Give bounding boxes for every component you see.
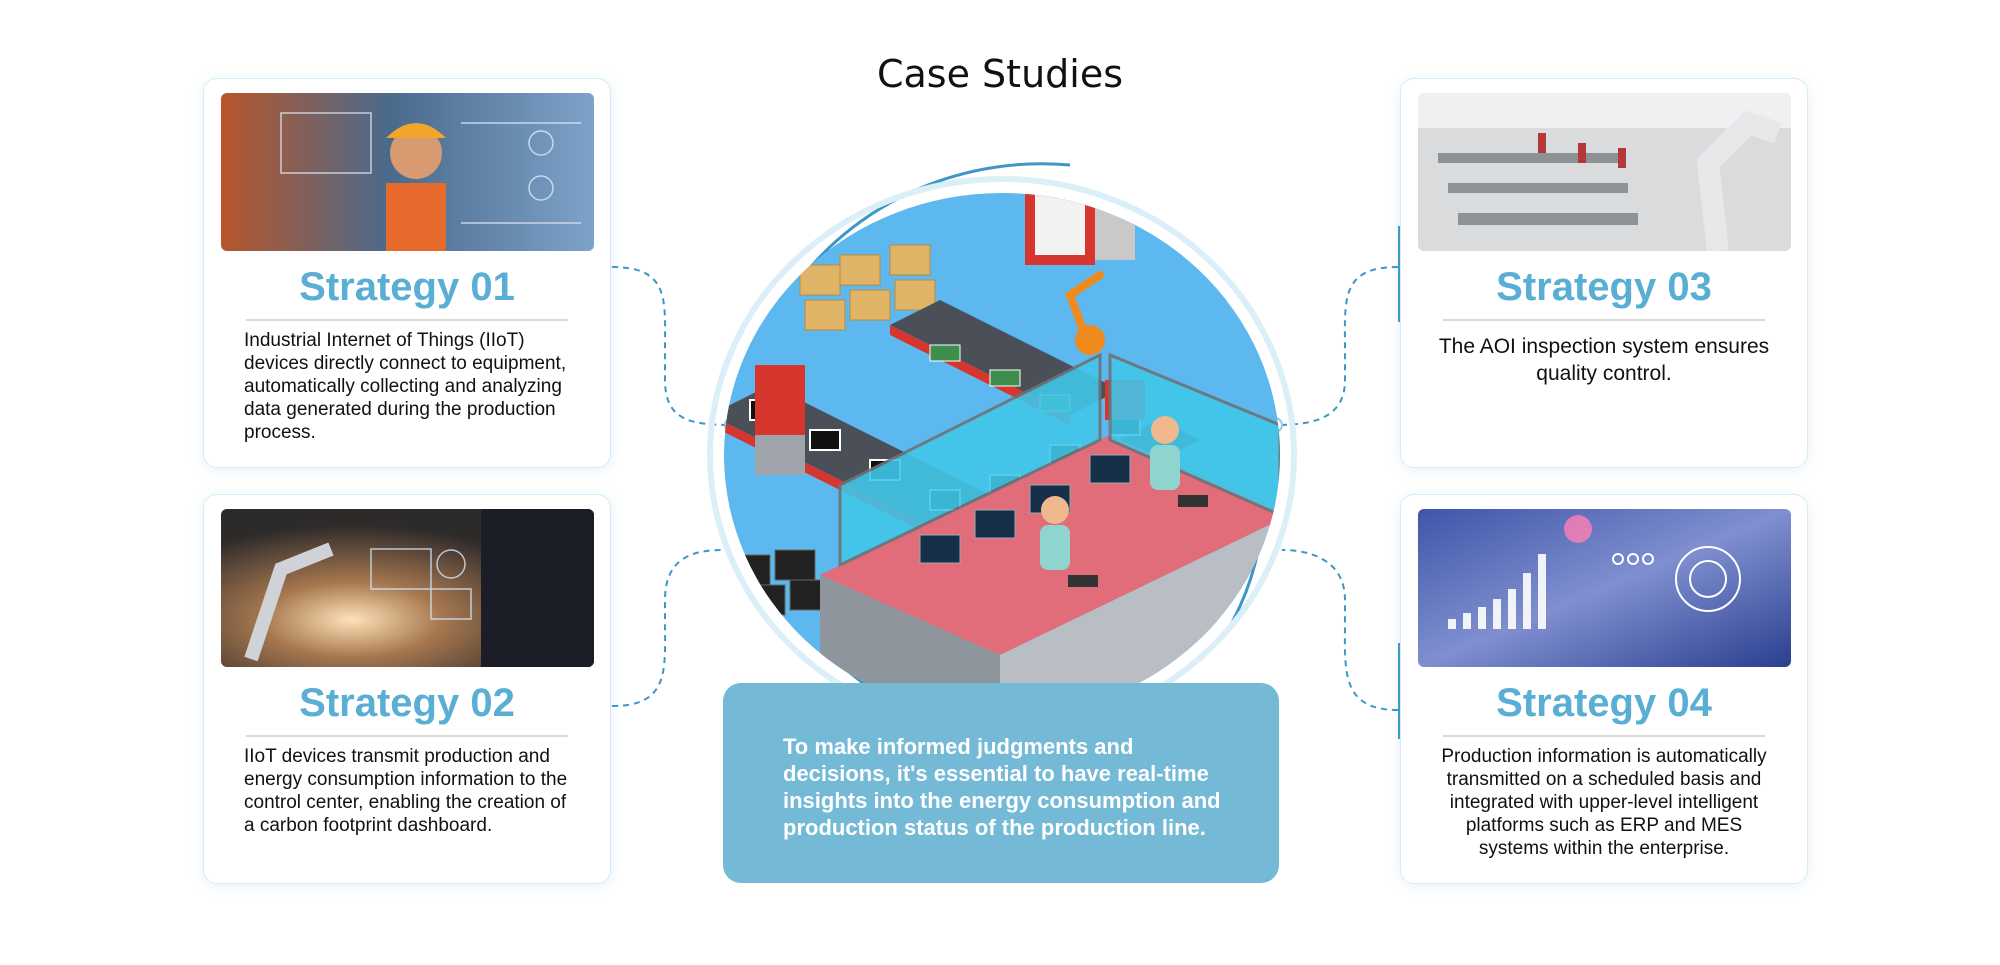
strategy-heading: Strategy 01 — [299, 265, 515, 309]
strategy-heading: Strategy 04 — [1496, 681, 1712, 725]
strategy-description: Industrial Internet of Things (IIoT) dev… — [244, 330, 567, 443]
divider — [246, 735, 568, 737]
divider — [1443, 735, 1765, 737]
worker-hardhat-photo — [221, 93, 594, 251]
strategy-description: IIoT devices transmit production and ene… — [244, 746, 568, 836]
page-title: Case Studies — [876, 52, 1124, 96]
strategy-card-03: Strategy 03 The AOI inspection system en… — [1400, 78, 1808, 468]
divider — [1443, 319, 1765, 321]
strategy-description: The AOI inspection system ensures qualit… — [1438, 335, 1770, 385]
robot-arm-tablet-photo — [221, 509, 594, 667]
strategy-description: Production information is automatically … — [1441, 746, 1767, 859]
callout-box: To make informed judgments and decisions… — [723, 683, 1279, 883]
factory-line-photo — [1418, 93, 1791, 251]
strategy-card-01: Strategy 01 Industrial Internet of Thing… — [203, 78, 611, 468]
strategy-heading: Strategy 02 — [299, 681, 515, 725]
data-chart-hud-photo — [1418, 509, 1791, 667]
smart-factory-illustration — [707, 162, 1297, 715]
strategy-card-02: Strategy 02 IIoT devices transmit produc… — [203, 494, 611, 884]
callout-text: To make informed judgments and decisions… — [783, 734, 1221, 840]
divider — [246, 319, 568, 321]
strategy-card-04: Strategy 04 Production information is au… — [1400, 494, 1808, 884]
strategy-heading: Strategy 03 — [1496, 265, 1712, 309]
